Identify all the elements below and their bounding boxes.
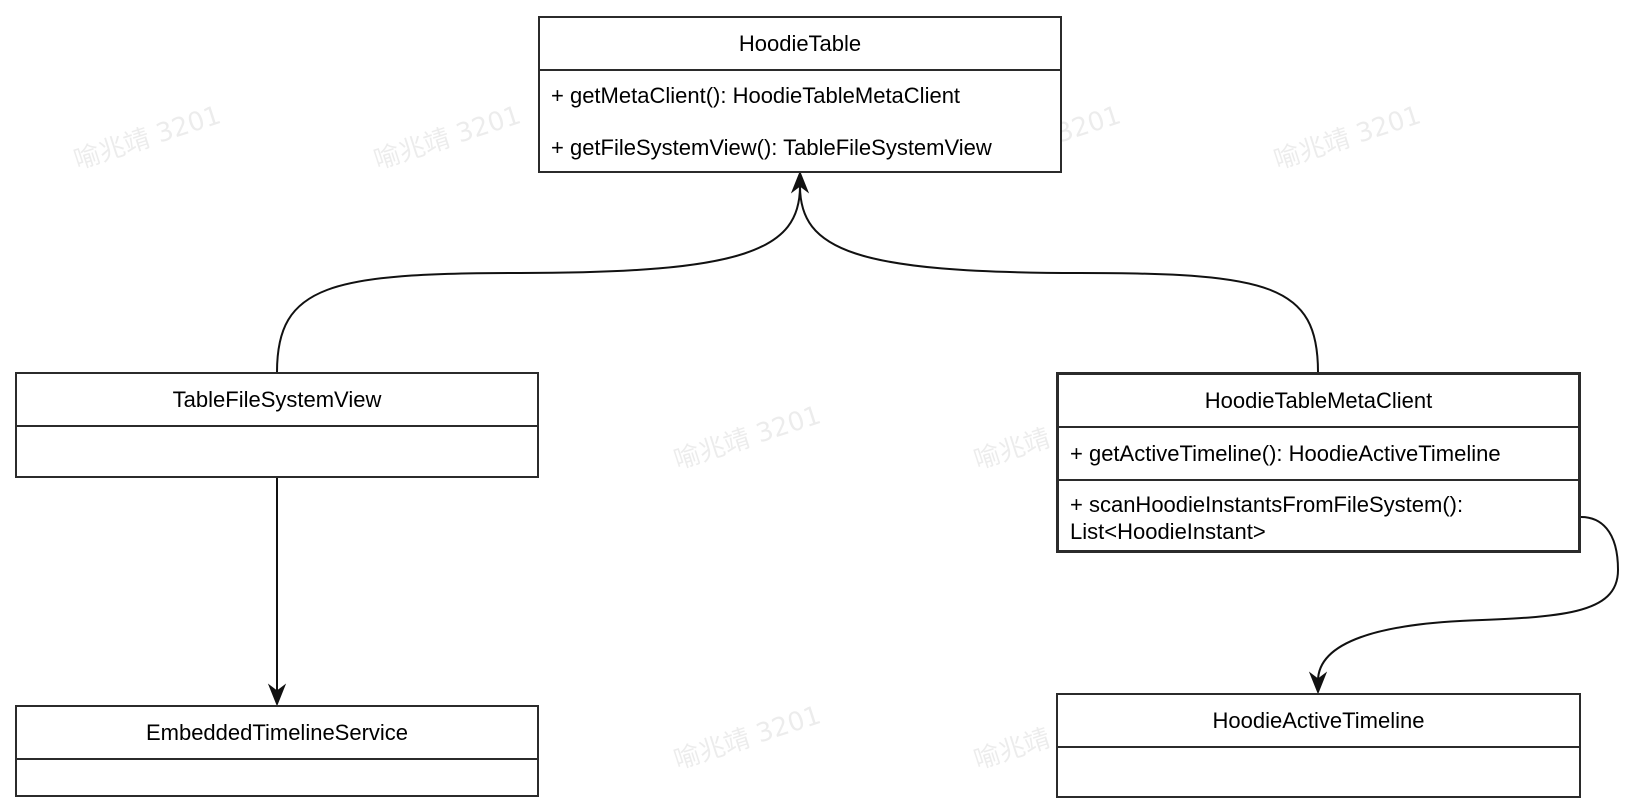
class-title: HoodieTable <box>540 18 1060 71</box>
class-embeddedtimelineservice[interactable]: EmbeddedTimelineService <box>15 705 539 797</box>
class-title: HoodieActiveTimeline <box>1058 695 1579 748</box>
arrowhead-activetimeline <box>1308 671 1328 695</box>
method-get-meta-client: + getMetaClient(): HoodieTableMetaClient <box>551 83 961 108</box>
methods-section-secondary: + scanHoodieInstantsFromFileSystem(): Li… <box>1059 481 1578 545</box>
class-title: TableFileSystemView <box>17 374 537 427</box>
method-get-active-timeline: + getActiveTimeline(): HoodieActiveTimel… <box>1070 441 1501 466</box>
class-tablefilesystemview[interactable]: TableFileSystemView <box>15 372 539 478</box>
class-hoodietablemetaclient[interactable]: HoodieTableMetaClient + getActiveTimelin… <box>1056 372 1581 553</box>
edge-metaclient-to-activetimeline[interactable] <box>1317 516 1620 682</box>
class-title: HoodieTableMetaClient <box>1059 375 1578 428</box>
method-get-file-system-view: + getFileSystemView(): TableFileSystemVi… <box>551 135 992 160</box>
method-scan-return-type: List<HoodieInstant> <box>1070 519 1266 544</box>
arrowhead-hoodietable <box>790 170 810 194</box>
class-hoodietable[interactable]: HoodieTable + getMetaClient(): HoodieTab… <box>538 16 1062 173</box>
class-hoodieactivetimeline[interactable]: HoodieActiveTimeline <box>1056 693 1581 798</box>
arrowhead-embeddedtimeline <box>267 683 287 707</box>
methods-section: + getMetaClient(): HoodieTableMetaClient… <box>540 71 1060 171</box>
class-title: EmbeddedTimelineService <box>17 707 537 760</box>
edge-metaclient-to-hoodietable[interactable] <box>799 185 1319 373</box>
edge-tablefsview-to-hoodietable[interactable] <box>276 185 801 373</box>
method-scan-hoodie-instants: + scanHoodieInstantsFromFileSystem(): <box>1070 492 1464 517</box>
methods-section-primary: + getActiveTimeline(): HoodieActiveTimel… <box>1059 428 1578 481</box>
empty-section <box>17 427 537 476</box>
